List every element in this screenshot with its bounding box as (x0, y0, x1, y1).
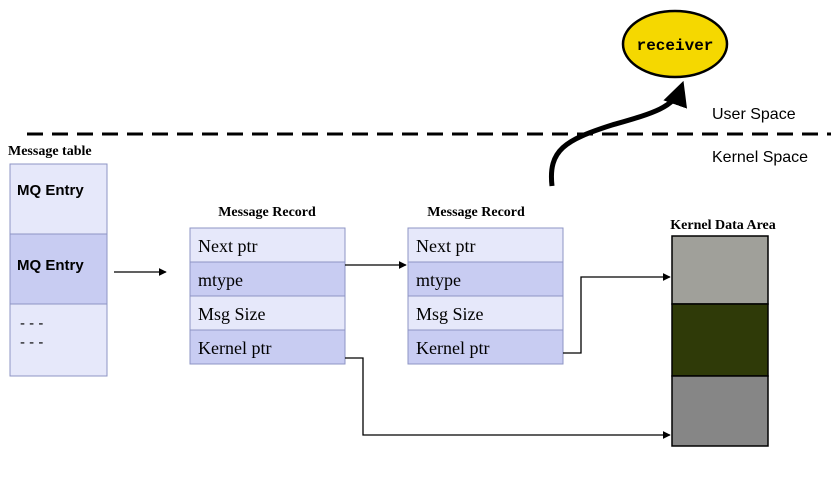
message-record-title: Message Record (218, 205, 316, 220)
table-ellipsis: - - - (20, 334, 43, 351)
receiver-label: receiver (637, 37, 714, 55)
record-field-label: Kernel ptr (198, 338, 271, 358)
record-field-label: Kernel ptr (416, 338, 489, 358)
receiver-node: receiver (621, 9, 729, 79)
mq-entry-label: MQ Entry (17, 182, 84, 199)
record-field-label: Next ptr (416, 236, 475, 256)
record-field-label: mtype (198, 270, 243, 290)
record-field-cell (189, 261, 346, 297)
record-field-cell (189, 295, 346, 331)
message-record-title: Message Record (427, 205, 525, 220)
record-field-label: mtype (416, 270, 461, 290)
record-field-cell (407, 227, 564, 263)
mq-entry-label: MQ Entry (17, 257, 84, 274)
kernel-space-label: Kernel Space (712, 149, 808, 166)
record-field-label: Next ptr (198, 236, 257, 256)
record-field-label: Msg Size (416, 304, 484, 324)
kernel-data-area-title: Kernel Data Area (670, 218, 776, 233)
record-field-cell (407, 295, 564, 331)
record-field-cell (407, 329, 564, 365)
kernel-data-block (671, 375, 769, 447)
receiver-ellipse (621, 9, 729, 79)
kernel-data-block (671, 235, 769, 305)
message-table: MQ Entry MQ Entry - - - - - - (9, 163, 108, 377)
record-field-cell (407, 261, 564, 297)
message-record-2: Next ptr mtype Msg Size Kernel ptr (407, 227, 564, 365)
record-field-label: Msg Size (198, 304, 266, 324)
kernel-ptr-arrow-2 (563, 273, 671, 354)
mq-entry-cell (9, 233, 108, 305)
kernel-data-block (671, 303, 769, 377)
message-table-title: Message table (8, 144, 92, 159)
record-field-cell (189, 329, 346, 365)
user-space-label: User Space (712, 106, 796, 123)
kernel-data-area (671, 235, 769, 447)
mq-entry-cell (9, 163, 108, 235)
table-ellipsis-cell (9, 303, 108, 377)
receiver-arrow (548, 80, 687, 187)
message-record-1: Next ptr mtype Msg Size Kernel ptr (189, 227, 346, 365)
kernel-ptr-arrow-1 (345, 357, 671, 439)
table-ellipsis: - - - (20, 315, 43, 332)
